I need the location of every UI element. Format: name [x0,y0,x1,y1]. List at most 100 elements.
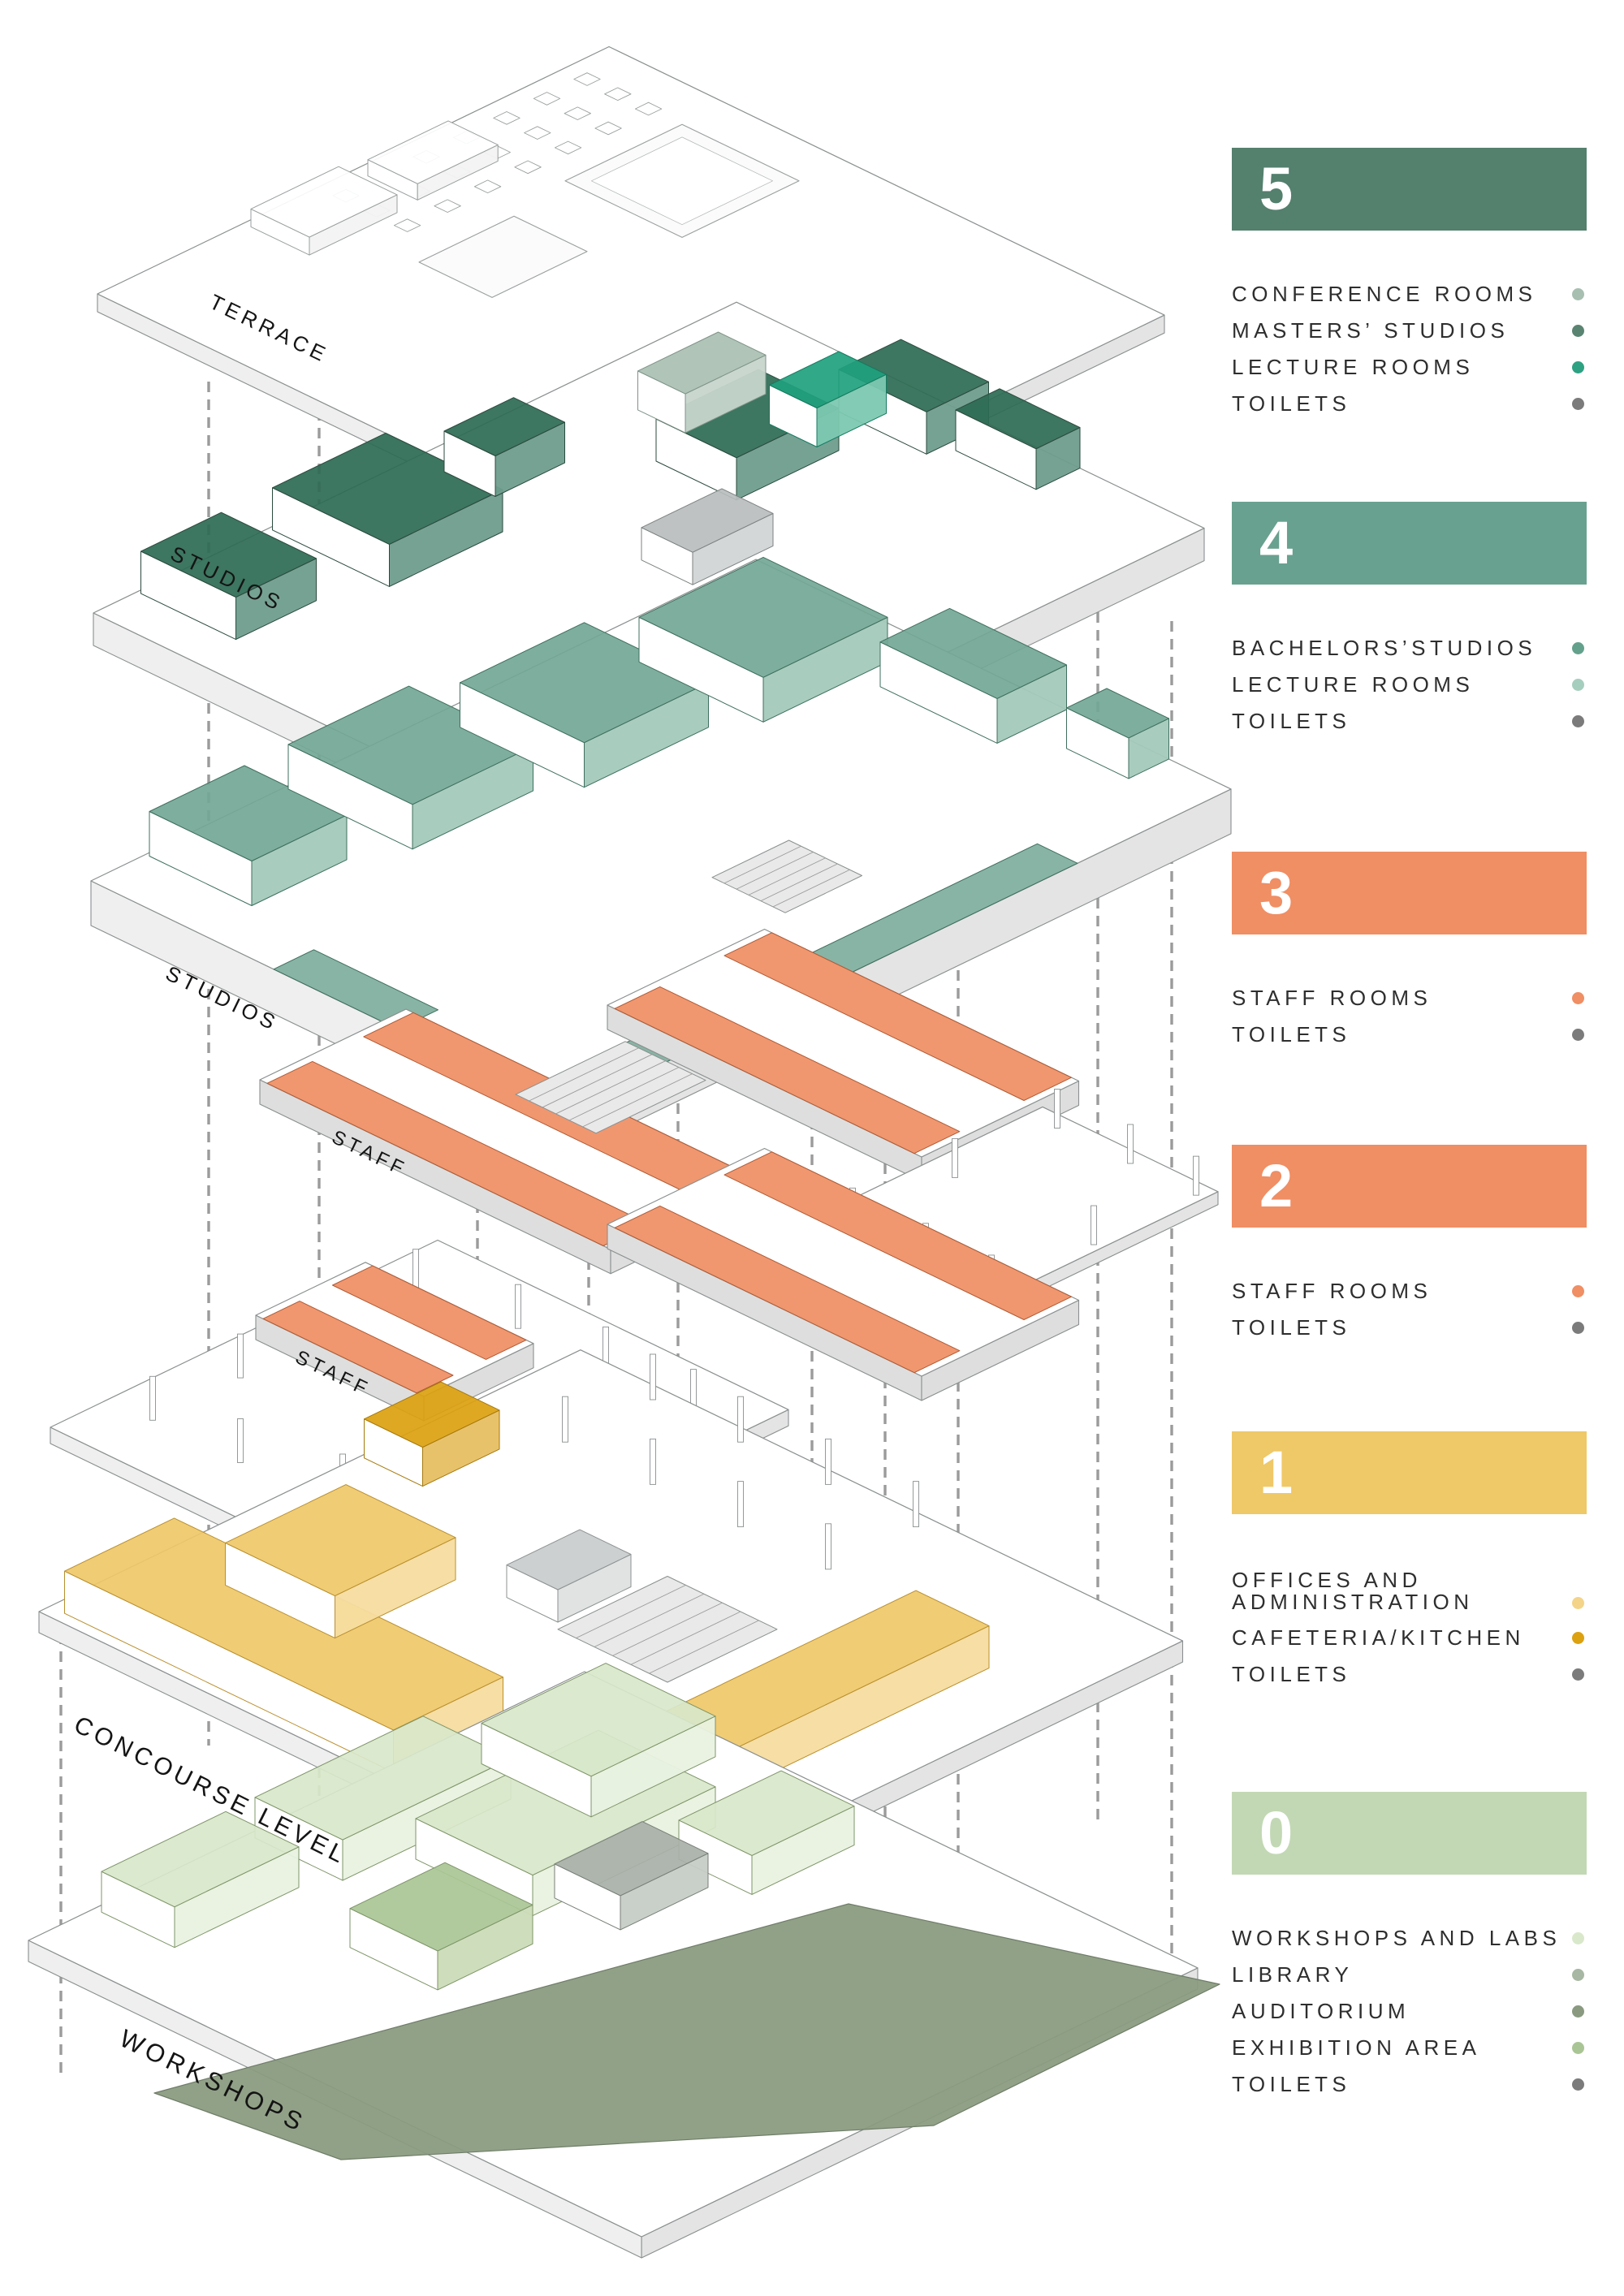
legend-item-label: WORKSHOPS AND LABS [1232,1926,1561,1950]
room-patch [769,351,887,408]
legend-item: MASTERS’ STUDIOS [1232,313,1587,349]
legend-level-number: 5 [1259,155,1294,222]
room-patch [838,339,989,412]
room-patch [1066,688,1169,739]
skylight [493,111,520,125]
legend-item: TOILETS [1232,1656,1587,1693]
legend-color-dot [1572,2078,1584,2091]
roof-opening [591,136,773,226]
detail-line [612,1602,723,1656]
column [1091,1205,1097,1245]
room-patch [638,556,888,678]
room-patch [614,986,961,1154]
legend-color-dot [1572,1029,1584,1041]
skylight [634,101,663,116]
column [562,1396,568,1443]
room-patch [506,1529,632,1590]
detail-line [568,1067,680,1121]
room-patch [349,1862,533,1952]
legend-item: LECTURE ROOMS [1232,349,1587,386]
skylight [533,92,561,106]
room-patch [367,120,499,184]
legend-item: STAFF ROOMS [1232,980,1587,1016]
column [237,1333,244,1379]
detail-line [630,1611,741,1665]
skylight [473,179,502,194]
room-patch [64,1517,503,1731]
room-patch [140,511,317,598]
legend-color-dot [1572,1932,1584,1944]
legend-item: EXHIBITION AREA [1232,2030,1587,2066]
legend-color-dot [1572,642,1584,654]
room-patch [481,1663,716,1777]
exploded-axonometric-diagram: TERRACE STUDIOS STUDIOS STAFF STAFF CONC… [28,45,1232,2259]
legend-item: OFFICES AND ADMINISTRATION [1232,1560,1587,1620]
detail-line [529,1047,639,1102]
room-patch [955,388,1081,450]
legend-block-0: 0 [1232,1792,1587,1875]
room-patch [262,1301,454,1394]
room-patch [641,488,774,553]
detail-line [649,1620,759,1674]
column [237,1418,244,1463]
legend-item-label: STAFF ROOMS [1232,1279,1432,1303]
legend-item: TOILETS [1232,703,1587,740]
legend-color-dot [1572,1668,1584,1681]
legend-color-dot [1572,1632,1584,1644]
legend-item-label: BACHELORS’STUDIOS [1232,636,1537,660]
legend-level-number: 0 [1259,1799,1294,1867]
legend-item: WORKSHOPS AND LABS [1232,1920,1587,1957]
legend-item-label: TOILETS [1232,1022,1351,1047]
skylight [564,106,591,120]
legend-item-label: LIBRARY [1232,1962,1354,1987]
legend-color-dot [1572,398,1584,410]
column [913,1481,919,1528]
legend-item-label: LECTURE ROOMS [1232,355,1475,379]
column [737,1481,744,1528]
detail-line [594,1593,705,1647]
room-patch [443,397,565,456]
legend-item-label: AUDITORIUM [1232,1999,1410,2023]
legend-level-number: 2 [1259,1152,1294,1219]
column [1127,1124,1134,1164]
room-patch [678,1770,855,1856]
legend-color-dot [1572,715,1584,727]
column [650,1438,656,1485]
roof-opening [418,215,588,298]
legend-item-label: OFFICES AND ADMINISTRATION [1232,1568,1474,1614]
legend-color-dot [1572,325,1584,337]
room-patch [225,1484,456,1597]
column [1054,1089,1060,1129]
skylight [514,160,542,175]
skylight [393,218,421,232]
skylight [573,72,601,86]
room-patch [554,1821,709,1897]
legend-block-1: 1 [1232,1431,1587,1514]
room-patch [101,1810,300,1908]
legend-color-dot [1572,992,1584,1004]
room-patch [332,1265,527,1360]
room-patch [614,1205,961,1374]
skylight [434,199,461,213]
legend-item: LECTURE ROOMS [1232,667,1587,703]
legend-level-number: 1 [1259,1439,1294,1506]
skylight [594,121,622,136]
detail-line [723,845,801,884]
column [149,1375,156,1421]
legend-item-label: LECTURE ROOMS [1232,672,1475,697]
legend-color-dot [1572,2005,1584,2018]
room-patch [723,932,1072,1101]
skylight [524,126,551,140]
legend-item: LIBRARY [1232,1957,1587,1993]
legend-color-dot [1572,1322,1584,1334]
floor-concourse [38,1349,1184,1924]
column [737,1396,744,1443]
column [515,1284,521,1329]
legend-color-dot [1572,288,1584,300]
detail-line [736,852,814,890]
column [650,1353,656,1400]
